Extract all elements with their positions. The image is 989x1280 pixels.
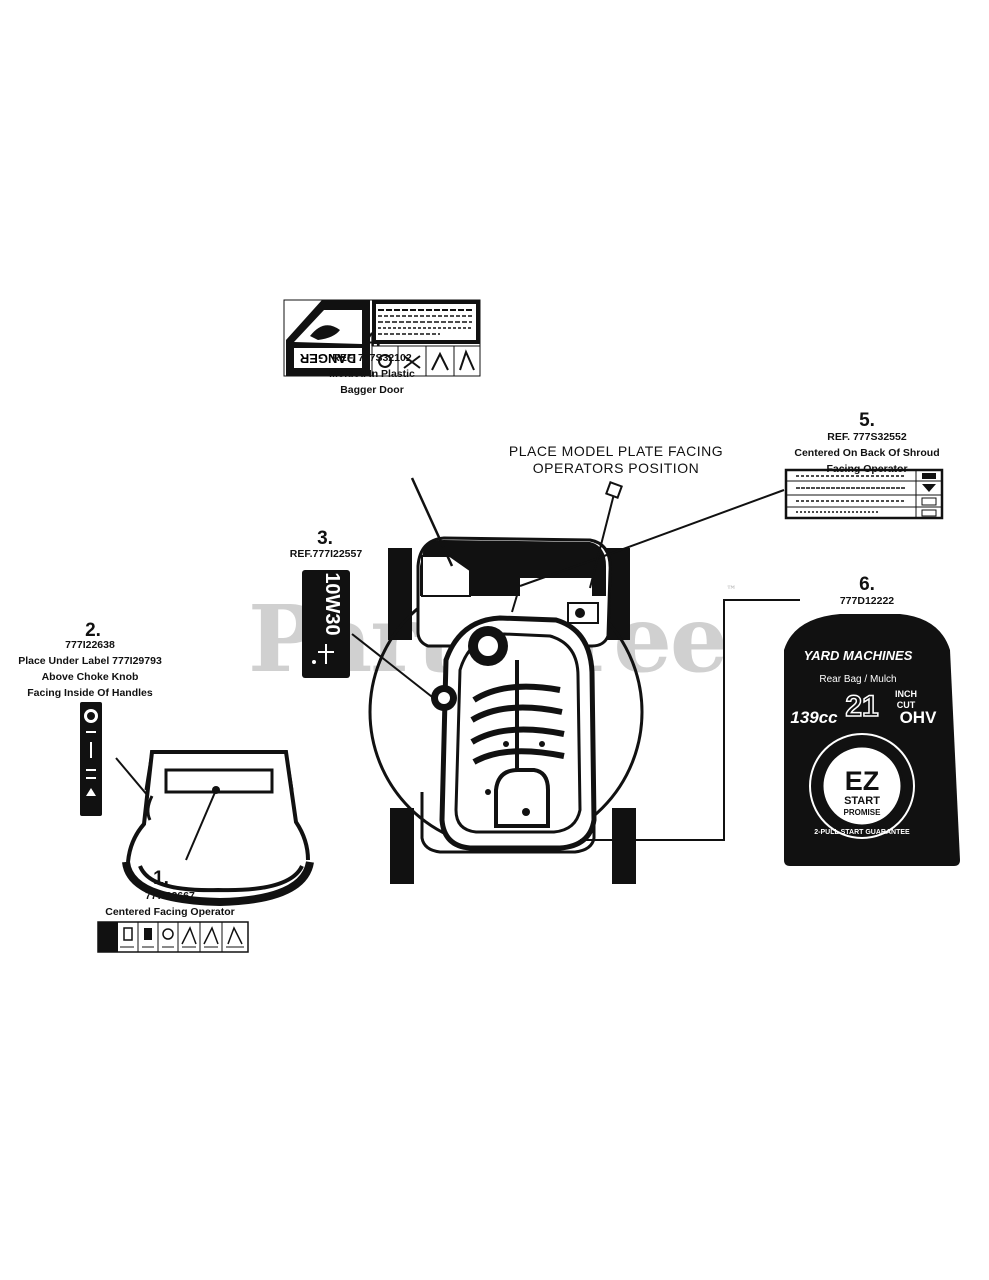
label-2-part: 777I22638 <box>65 639 115 651</box>
label-2-line-2: Above Choke Knob <box>41 671 139 683</box>
rear-skirt <box>420 792 596 854</box>
leader-plate <box>589 493 615 589</box>
label-4-line-1: Molded In Plastic <box>329 368 415 380</box>
danger-decal: DANGER <box>283 299 481 377</box>
model-plate-line-1: PLACE MODEL PLATE FACING <box>508 443 724 459</box>
label-3-caption: REF.777I22557 <box>266 546 386 562</box>
label-1-number: 1. <box>153 868 169 889</box>
brand-decal: YARD MACHINES Rear Bag / Mulch 21 INCH C… <box>784 614 960 866</box>
wheel-rear-right <box>612 808 636 884</box>
leader-4 <box>410 477 454 567</box>
leader-6 <box>580 599 800 841</box>
watermark-trademark: ™ <box>726 585 736 596</box>
bag-door <box>421 555 471 597</box>
brand-displacement: 139cc <box>790 708 838 727</box>
label-6-caption: 777D12222 <box>804 593 930 609</box>
mower-handle <box>126 750 310 863</box>
label-1-part: 777I22667 <box>145 890 195 902</box>
label-6-part: 777D12222 <box>839 595 895 607</box>
brand-size-unit-bottom: CUT <box>897 700 916 710</box>
brand-size-unit-top: INCH <box>895 689 917 699</box>
leader-1 <box>185 789 217 861</box>
badge-mid: START <box>844 795 880 807</box>
label-4-line-2: Bagger Door <box>340 384 404 396</box>
label-5-caption: REF. 777S32552 Centered On Back Of Shrou… <box>772 429 962 477</box>
bag-slot <box>520 578 592 596</box>
label-5-part: REF. 777S32552 <box>827 431 907 443</box>
badge-ring: 2-PULL START GUARANTEE <box>814 829 910 836</box>
oil-grade: 10W30 <box>321 572 343 635</box>
label-3-number: 3. <box>317 528 333 549</box>
label-4-part: REF. 777S32102 <box>332 352 412 364</box>
brand-size: 21 <box>845 690 878 723</box>
label-4-number: 4. <box>365 330 381 351</box>
label-3-part: REF.777I22557 <box>289 548 363 560</box>
leader-3 <box>351 633 437 701</box>
brand-engine: OHV <box>900 708 938 727</box>
label-1-line-1: Centered Facing Operator <box>105 906 235 918</box>
label-2-number: 2. <box>85 620 101 641</box>
model-plate-note: PLACE MODEL PLATE FACING OPERATORS POSIT… <box>500 443 732 477</box>
operator-strip <box>97 921 249 953</box>
shroud-decal <box>784 468 944 520</box>
leader-2 <box>115 757 149 797</box>
choke-decal <box>80 702 102 816</box>
wheel-rear-left <box>390 808 414 884</box>
danger-word: DANGER <box>299 351 356 366</box>
label-5-line-2: Facing Operator <box>826 463 908 475</box>
model-plate-marker <box>605 481 623 499</box>
label-2-line-1: Place Under Label 777I29793 <box>18 655 162 667</box>
label-2-caption: 777I22638 Place Under Label 777I29793 Ab… <box>0 637 180 701</box>
label-2-line-3: Facing Inside Of Handles <box>27 687 153 699</box>
badge-small: PROMISE <box>844 808 882 817</box>
leader-5 <box>519 489 785 587</box>
label-1-caption: 777I22667 Centered Facing Operator <box>70 888 270 920</box>
air-filter <box>494 768 550 828</box>
label-5-number: 5. <box>859 410 875 431</box>
badge-big: EZ <box>845 766 880 796</box>
label-4-caption: REF. 777S32102 Molded In Plastic Bagger … <box>302 350 442 398</box>
label-5-line-1: Centered On Back Of Shroud <box>794 447 940 459</box>
brand-sub: Rear Bag / Mulch <box>819 674 896 685</box>
oil-decal: 10W30 <box>302 570 350 678</box>
label-6-number: 6. <box>859 574 875 595</box>
brand-name: YARD MACHINES <box>804 648 913 663</box>
model-plate-line-2: OPERATORS POSITION <box>532 460 700 476</box>
